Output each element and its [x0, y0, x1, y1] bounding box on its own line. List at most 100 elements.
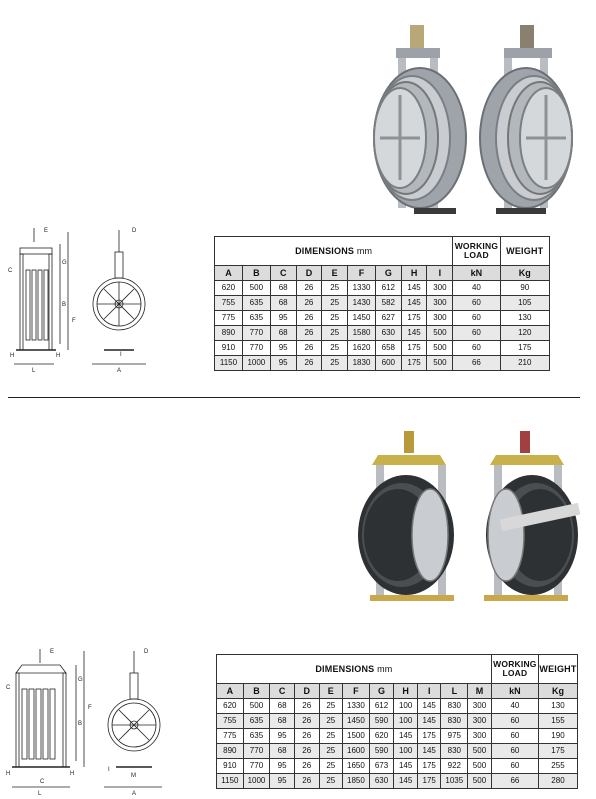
table-cell: 280: [537, 773, 579, 789]
column-header-a: A: [216, 683, 244, 699]
table-cell: 590: [368, 743, 395, 759]
table-cell: 1150: [214, 355, 243, 371]
table-cell: 26: [293, 758, 320, 774]
table-cell: 770: [241, 325, 271, 341]
table-cell: 658: [374, 340, 402, 356]
table-cell: 25: [318, 698, 344, 714]
table-cell: 673: [368, 758, 395, 774]
column-header-g: G: [374, 265, 402, 281]
dim-label-g: G: [78, 677, 83, 683]
table-cell: 910: [216, 758, 244, 774]
table-cell: 300: [467, 728, 492, 744]
column-header-e: E: [318, 683, 344, 699]
table-cell: 612: [374, 280, 402, 296]
table-cell: 1830: [347, 355, 376, 371]
table-cell: 755: [216, 713, 244, 729]
table-cell: 68: [269, 280, 297, 296]
table-cell: 635: [242, 713, 271, 729]
table-cell: 300: [426, 280, 454, 296]
column-header-l: L: [440, 683, 469, 699]
table-cell: 145: [400, 325, 428, 341]
table-cell: 922: [440, 758, 469, 774]
column-header-e: E: [321, 265, 349, 281]
pulley-block-right: [479, 25, 573, 214]
table-cell: 25: [318, 758, 344, 774]
table-cell: 300: [426, 295, 454, 311]
table-cell: 26: [295, 340, 323, 356]
dim-label-f: F: [88, 705, 92, 711]
table-cell: 830: [440, 743, 469, 759]
column-header-m: M: [467, 683, 492, 699]
table-cell: 1150: [216, 773, 244, 789]
table-cell: 300: [426, 310, 454, 326]
dim-label-l: L: [32, 368, 36, 374]
table-cell: 175: [537, 743, 579, 759]
table-cell: 1000: [242, 773, 271, 789]
table-cell: 975: [440, 728, 469, 744]
table-cell: 68: [269, 698, 295, 714]
weight-header: WEIGHT: [499, 236, 551, 266]
table-cell: 68: [269, 295, 297, 311]
table-cell: 1450: [347, 310, 376, 326]
table-cell: 95: [269, 758, 295, 774]
table-cell: 775: [216, 728, 244, 744]
table-cell: 145: [416, 698, 442, 714]
table-cell: 620: [214, 280, 243, 296]
table-cell: 627: [374, 310, 402, 326]
pulley-block-left: [358, 431, 454, 601]
table-cell: 635: [242, 728, 271, 744]
table-cell: 145: [400, 280, 428, 296]
table-cell: 175: [416, 728, 442, 744]
table-cell: 25: [321, 355, 349, 371]
table-cell: 25: [318, 773, 344, 789]
table-cell: 60: [490, 713, 539, 729]
table-cell: 95: [269, 340, 297, 356]
table-cell: 500: [426, 355, 454, 371]
table-cell: 1330: [347, 280, 376, 296]
dim-label-h-left: H: [6, 771, 10, 777]
working-load-header: WORKING LOAD: [490, 654, 539, 684]
dim-label-g: G: [62, 260, 67, 266]
table-cell: 500: [467, 743, 492, 759]
column-header-i: I: [426, 265, 454, 281]
column-header-b: B: [241, 265, 271, 281]
table-cell: 25: [318, 728, 344, 744]
table-cell: 175: [400, 355, 428, 371]
working-load-header: WORKING LOAD: [452, 236, 501, 266]
table-cell: 26: [293, 728, 320, 744]
table-cell: 500: [467, 773, 492, 789]
table-cell: 68: [269, 743, 295, 759]
table-cell: 175: [400, 340, 428, 356]
dim-label-i: I: [120, 352, 122, 358]
column-header-f: F: [347, 265, 376, 281]
dim-label-e: E: [44, 228, 48, 234]
table-cell: 500: [426, 340, 454, 356]
table-cell: 830: [440, 698, 469, 714]
table-cell: 66: [452, 355, 501, 371]
table-cell: 500: [241, 280, 271, 296]
table-cell: 26: [293, 698, 320, 714]
table-cell: 66: [490, 773, 539, 789]
column-header-f: F: [342, 683, 370, 699]
table-cell: 26: [293, 743, 320, 759]
dim-label-d: D: [144, 649, 149, 655]
table-cell: 26: [295, 310, 323, 326]
table-cell: 25: [321, 280, 349, 296]
column-header-d: D: [293, 683, 320, 699]
dim-label-l: L: [38, 791, 42, 797]
table-cell: 60: [490, 728, 539, 744]
table-cell: 60: [490, 758, 539, 774]
table-cell: 26: [293, 713, 320, 729]
product-photo-bottom: [358, 431, 581, 601]
table-cell: 120: [499, 325, 551, 341]
table-cell: 755: [214, 295, 243, 311]
